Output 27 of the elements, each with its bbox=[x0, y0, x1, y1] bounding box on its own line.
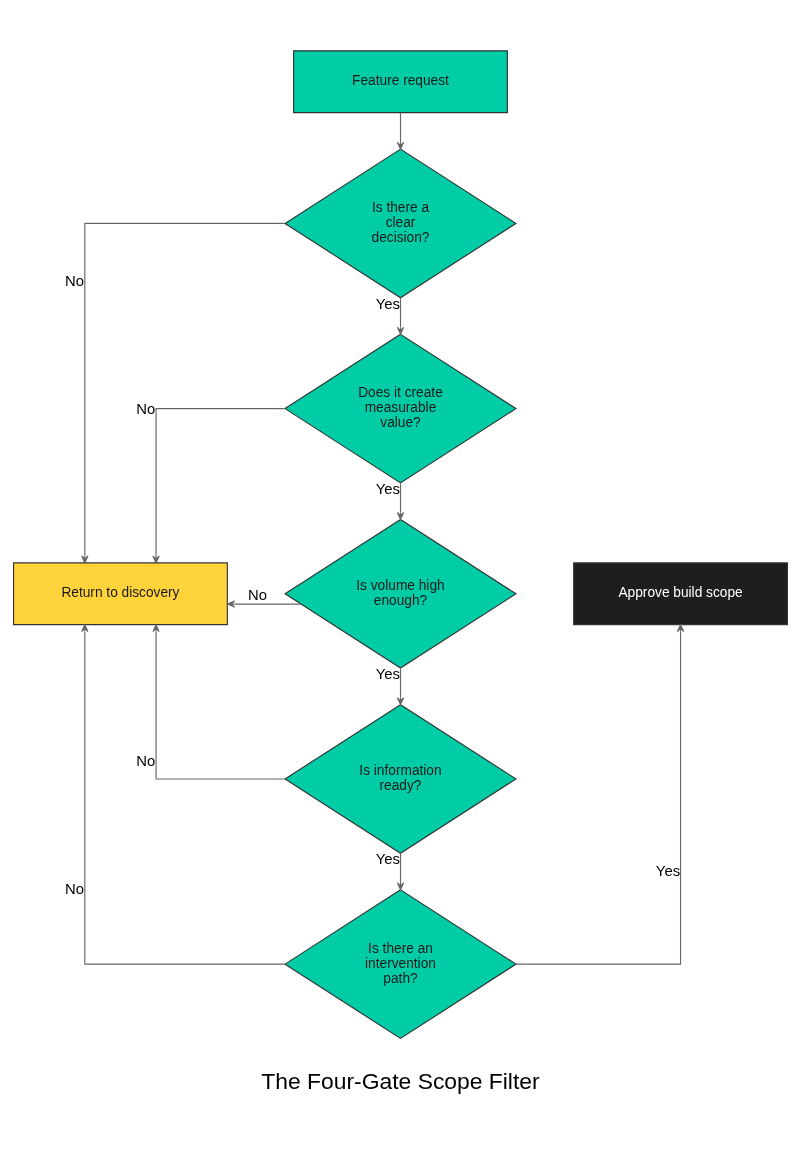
node-diamond: Does it create measurable value? bbox=[283, 333, 517, 484]
node-diamond: Is volume high enough? bbox=[283, 518, 517, 669]
edge-label: No bbox=[135, 752, 155, 769]
node-diamond: Is information ready? bbox=[283, 703, 517, 854]
edge-label: No bbox=[64, 272, 84, 289]
node-box: Feature request bbox=[292, 49, 508, 113]
arrow bbox=[396, 852, 404, 890]
caption: The Four-Gate Scope Filter bbox=[260, 1067, 540, 1094]
arrow bbox=[514, 623, 684, 965]
node-box: Return to discovery bbox=[12, 561, 228, 625]
arrow bbox=[151, 623, 285, 780]
arrow bbox=[80, 623, 285, 965]
edge-label: No bbox=[247, 586, 267, 603]
edge-label: No bbox=[135, 400, 155, 417]
node-box: Approve build scope bbox=[572, 561, 788, 625]
edge-label: Yes bbox=[375, 295, 400, 312]
node-diamond: Is there an intervention path? bbox=[283, 888, 517, 1039]
arrow bbox=[396, 482, 404, 520]
arrow bbox=[396, 111, 404, 150]
arrow bbox=[80, 222, 285, 563]
edge-label: No bbox=[64, 880, 84, 897]
node-diamond: Is there a clear decision? bbox=[283, 147, 517, 298]
arrow bbox=[226, 599, 302, 608]
arrow bbox=[396, 297, 404, 335]
arrow bbox=[151, 407, 285, 563]
edge-label: Yes bbox=[655, 862, 680, 879]
arrow bbox=[396, 667, 404, 705]
